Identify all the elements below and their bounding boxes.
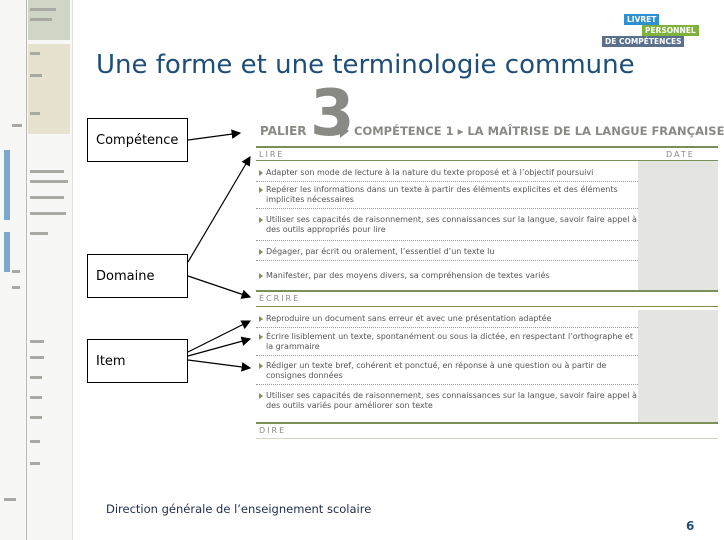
livret-personnel-logo: LIVRET PERSONNEL DE COMPÉTENCES bbox=[602, 12, 699, 50]
domaine-arrow-to-ecrire bbox=[187, 275, 252, 299]
section-rule bbox=[256, 306, 718, 307]
thumbnail-line bbox=[12, 270, 20, 273]
competence-label-box: Compétence bbox=[87, 118, 188, 162]
logo-line-1: LIVRET bbox=[624, 14, 660, 25]
section-ecrire-heading: ÉCRIRE bbox=[259, 294, 301, 303]
ecrire-item: Rédiger un texte bref, cohérent et ponct… bbox=[256, 361, 638, 385]
thumbnail-line bbox=[30, 18, 52, 21]
thumbnail-line bbox=[12, 124, 22, 127]
ecrire-item: Utiliser ses capacités de raisonnement, … bbox=[256, 391, 638, 417]
section-rule bbox=[256, 438, 718, 439]
thumbnail-line bbox=[30, 196, 64, 199]
ecrire-item: Reproduire un document sans erreur et av… bbox=[256, 314, 638, 328]
palier-label: PALIER bbox=[260, 124, 307, 138]
left-document-thumbnail bbox=[0, 0, 73, 540]
thumbnail-line bbox=[30, 232, 48, 235]
thumbnail-line bbox=[30, 356, 44, 359]
thumbnail-line bbox=[30, 376, 42, 379]
lire-item: Dégager, par écrit ou oralement, l’essen… bbox=[256, 247, 638, 261]
section-rule bbox=[256, 160, 718, 161]
domaine-label: Domaine bbox=[96, 268, 155, 284]
item-arrow-up bbox=[187, 320, 252, 353]
lire-item: Utiliser ses capacités de raisonnement, … bbox=[256, 215, 638, 241]
item-label-box: Item bbox=[87, 339, 188, 383]
competence-label: Compétence bbox=[96, 132, 179, 148]
thumbnail-accent bbox=[4, 232, 10, 272]
date-column bbox=[638, 310, 718, 422]
thumbnail-accent bbox=[4, 150, 10, 220]
thumbnail-line bbox=[30, 440, 40, 443]
thumbnail-line bbox=[30, 180, 68, 183]
section-rule bbox=[256, 146, 718, 148]
thumbnail-line bbox=[30, 8, 56, 11]
section-rule bbox=[256, 422, 718, 424]
lire-item: Repérer les informations dans un texte à… bbox=[256, 185, 638, 209]
competence-title: COMPÉTENCE 1 ▸ LA MAÎTRISE DE LA LANGUE … bbox=[354, 124, 724, 138]
date-label: DATE bbox=[666, 150, 695, 159]
footer-text: Direction générale de l’enseignement sco… bbox=[106, 502, 372, 516]
page-number: 6 bbox=[686, 519, 695, 533]
thumbnail-line bbox=[30, 416, 42, 419]
competence-arrow bbox=[187, 129, 242, 141]
thumbnail-line bbox=[30, 340, 44, 343]
item-arrow-down bbox=[187, 359, 252, 372]
date-column bbox=[638, 161, 718, 291]
thumbnail-line bbox=[30, 112, 40, 115]
domaine-arrow-to-lire bbox=[187, 155, 251, 263]
lire-item: Adapter son mode de lecture à la nature … bbox=[256, 168, 638, 182]
palier-arrow-icon bbox=[340, 124, 349, 138]
slide-title: Une forme et une terminologie commune bbox=[96, 50, 635, 80]
thumbnail-line bbox=[12, 286, 20, 289]
item-arrow-mid bbox=[187, 336, 252, 357]
thumbnail-line bbox=[30, 212, 66, 215]
thumbnail-line bbox=[30, 170, 64, 173]
domaine-label-box: Domaine bbox=[87, 254, 188, 298]
thumbnail-line bbox=[30, 396, 42, 399]
thumbnail-block bbox=[28, 44, 70, 134]
thumbnail-line bbox=[30, 462, 40, 465]
lire-item: Manifester, par des moyens divers, sa co… bbox=[256, 271, 638, 285]
section-dire-heading: DIRE bbox=[259, 426, 287, 435]
thumbnail-line bbox=[4, 498, 16, 501]
logo-line-2: PERSONNEL bbox=[642, 25, 699, 36]
thumbnail-line bbox=[30, 52, 40, 55]
logo-line-3: DE COMPÉTENCES bbox=[602, 36, 685, 47]
thumbnail-divider bbox=[26, 0, 27, 540]
section-rule bbox=[256, 290, 718, 292]
thumbnail-line bbox=[30, 74, 42, 77]
section-lire-heading: LIRE bbox=[259, 150, 285, 159]
item-label: Item bbox=[96, 353, 126, 369]
competence-document: PALIER 3 COMPÉTENCE 1 ▸ LA MAÎTRISE DE L… bbox=[254, 82, 724, 444]
ecrire-item: Écrire lisiblement un texte, spontanémen… bbox=[256, 332, 638, 356]
